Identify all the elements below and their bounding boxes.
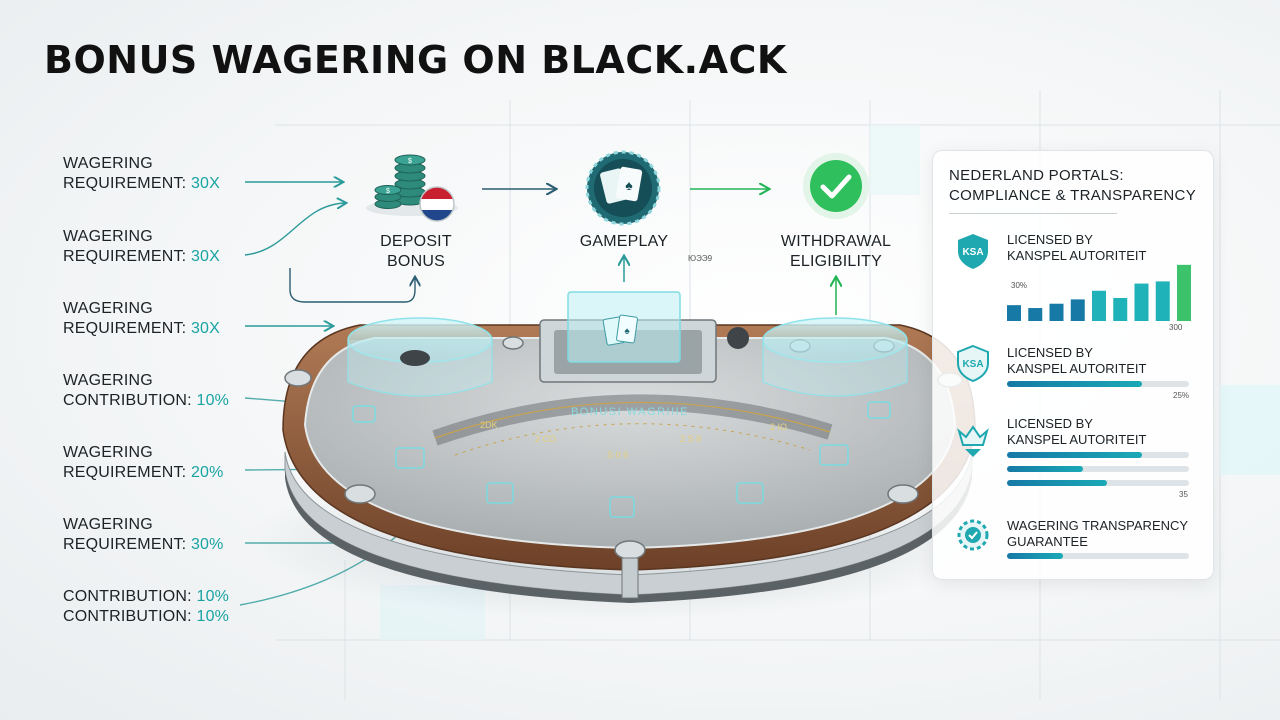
crown-emblem-icon	[957, 425, 989, 457]
svg-text:$: $	[408, 158, 412, 165]
left-label-5: WAGERING REQUIREMENT: 20%	[63, 444, 224, 481]
mini-bar	[1070, 299, 1085, 321]
mini-chart-bottom-label: 300	[1169, 323, 1183, 332]
hologram-left	[347, 317, 493, 397]
mini-bar	[1134, 283, 1149, 321]
bet-mark: S 0 9	[607, 450, 628, 460]
mini-bar	[1155, 281, 1170, 321]
gameplay-tag: ЮЭЭ9	[688, 254, 713, 263]
panel-item-2-label: LICENSED BY KANSPEL AUTORITEIT	[1007, 345, 1147, 376]
withdrawal-eligibility-label: WITHDRAWAL ELIGIBILITY	[780, 233, 892, 270]
left-label-1: WAGERING REQUIREMENT: 30x	[63, 155, 221, 192]
bet-mark: 2 IO	[770, 422, 787, 432]
ksa-shield-outline-icon: KSA	[957, 344, 989, 383]
svg-text:$: $	[386, 188, 390, 195]
gameplay-label: GAMEPLAY	[579, 233, 669, 250]
dutch-flag-icon	[419, 186, 455, 222]
panel-item-1-label: LICENSED BY KANSPEL AUTORITEIT	[1007, 232, 1147, 263]
svg-text:KSA: KSA	[962, 247, 983, 258]
left-label-2: WAGERING REQUIREMENT: 30x	[63, 228, 221, 265]
mini-bar	[1028, 308, 1043, 321]
playing-cards-icon: ♠	[585, 150, 661, 226]
panel-mini-bar-chart	[1007, 264, 1191, 321]
mini-bar	[1113, 297, 1128, 321]
mini-bar	[1007, 305, 1021, 321]
panel-title: NEDERLAND PORTALS: COMPLIANCE & TRANSPAR…	[949, 167, 1196, 204]
hologram-right	[762, 317, 908, 397]
table-arc-text: BONUSI WAGRIIIE	[571, 406, 689, 418]
panel-item-3-progress-3	[1007, 480, 1189, 486]
bet-box-icons	[352, 401, 891, 518]
panel-divider	[949, 213, 1117, 214]
svg-text:KSA: KSA	[962, 359, 983, 370]
checkmark-icon	[803, 153, 869, 219]
deposit-bonus-label: DEPOSIT BONUS	[380, 233, 452, 270]
left-label-4: WAGERING CONTRIBUTION: 10%	[63, 372, 230, 409]
panel-item-2-value: 25%	[1173, 391, 1190, 400]
bet-mark: 2 S 9	[680, 434, 701, 444]
mini-bar	[1092, 290, 1106, 321]
panel-item-3-label: LICENSED BY KANSPEL AUTORITEIT	[1007, 416, 1147, 447]
left-label-3: WAGERING REQUIREMENT: 30x	[63, 300, 221, 337]
ksa-shield-icon: KSA	[958, 234, 988, 269]
panel-item-3-progress-1	[1007, 452, 1189, 458]
hologram-card-screen: ♠	[567, 291, 681, 363]
page-title: BONUS WAGERING ON BLACK.ACK	[44, 38, 787, 82]
mini-bar	[1177, 264, 1191, 321]
svg-text:♠: ♠	[625, 177, 633, 193]
bet-mark: 2DK	[480, 420, 498, 430]
panel-item-3-value: 35	[1179, 490, 1188, 499]
mini-bar	[1049, 303, 1064, 321]
gear-emblem-icon	[957, 519, 989, 551]
panel-item-4-label: WAGERING TRANSPARENCY GUARANTEE	[1007, 518, 1189, 549]
compliance-panel: NEDERLAND PORTALS: COMPLIANCE & TRANSPAR…	[932, 150, 1214, 580]
panel-item-3-progress-2	[1007, 466, 1189, 472]
bet-mark: 2 CO	[535, 434, 556, 444]
panel-item-2-progress	[1007, 381, 1189, 387]
svg-text:♠: ♠	[624, 326, 630, 337]
panel-item-4-progress	[1007, 553, 1189, 559]
mini-chart-top-label: 30%	[1011, 281, 1028, 290]
left-label-7: CONTRIBUTION: 10% CONTRIBUTION: 10%	[63, 588, 230, 625]
left-label-6: WAGERING REQUIREMENT: 30%	[63, 516, 224, 553]
